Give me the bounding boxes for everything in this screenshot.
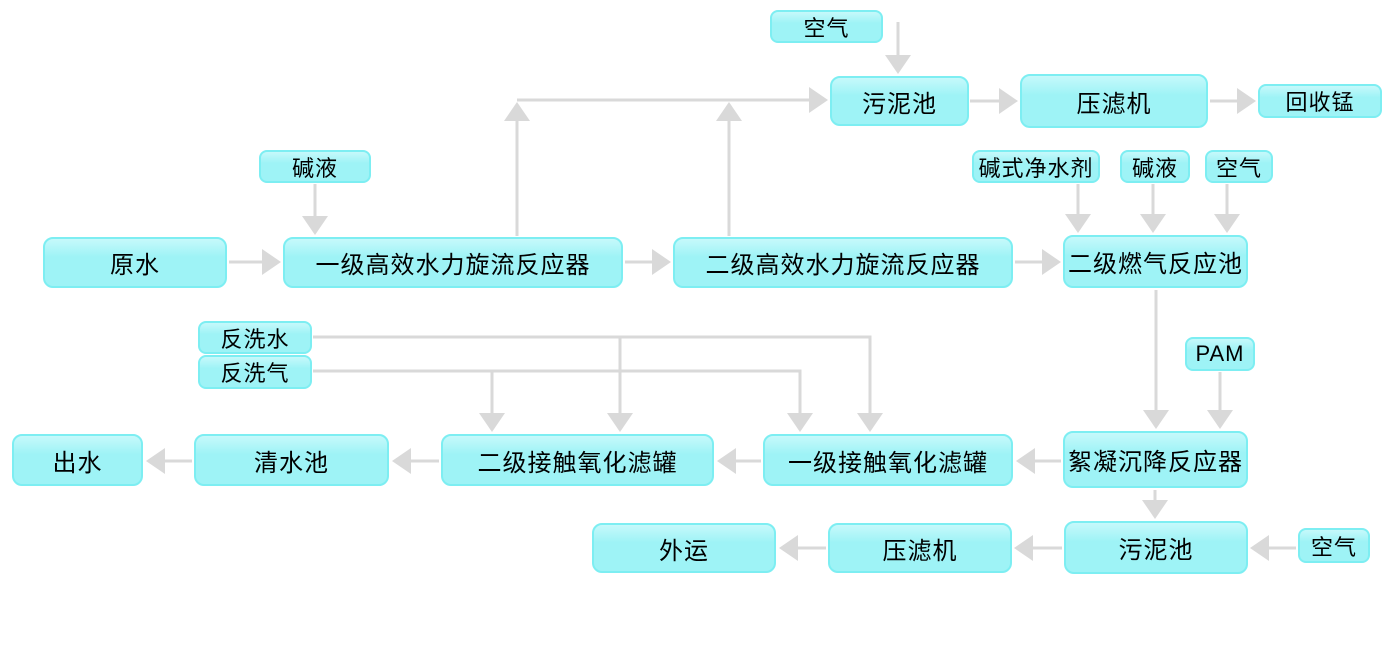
arrowhead-filter1-to-filter2-icon	[717, 448, 736, 474]
arrowhead-filter-press-bottom-to-transport-icon	[779, 535, 798, 561]
arrowhead-alkali-left-to-reactor1-icon	[302, 216, 328, 235]
arrowhead-purifier-to-gas-pool-icon	[1065, 214, 1091, 233]
node-contact-filter-1: 一级接触氧化滤罐	[763, 434, 1013, 486]
node-cyclone-reactor-1: 一级高效水力旋流反应器	[283, 237, 623, 288]
node-air-right: 空气	[1205, 150, 1273, 183]
node-flocculation-reactor: 絮凝沉降反应器	[1063, 431, 1248, 488]
arrowhead-sludge-pool-top-to-filter-press-top-icon	[999, 88, 1018, 114]
arrowhead-air-top-to-sludge-pool-top-icon	[885, 55, 911, 74]
arrowhead-backwash-air-to-filter2-icon	[479, 413, 505, 432]
arrowhead-air-bottom-to-sludge-pool-bottom-icon	[1250, 535, 1269, 561]
edge-backwash-air-to-filter1	[313, 369, 802, 413]
node-backwash-air: 反洗气	[198, 355, 312, 389]
node-raw-water: 原水	[43, 237, 227, 288]
arrowhead-reactor2-riser-to-collector-icon	[716, 102, 742, 121]
node-gas-reaction-pool: 二级燃气反应池	[1063, 235, 1248, 288]
arrowhead-collector-to-sludge-pool-top-icon	[809, 87, 828, 113]
node-cyclone-reactor-2: 二级高效水力旋流反应器	[673, 237, 1013, 288]
arrowhead-reactor1-to-reactor2-icon	[652, 249, 671, 275]
node-clean-water-pool: 清水池	[194, 434, 389, 486]
arrowhead-filter2-to-clean-pool-icon	[392, 448, 411, 474]
arrowhead-backwash-air-to-filter1-icon	[787, 413, 813, 432]
arrowhead-sludge-bottom-to-filter-press-icon	[1014, 535, 1033, 561]
node-effluent: 出水	[12, 434, 143, 486]
arrowhead-flocculation-to-sludge-pool-bottom-icon	[1142, 500, 1168, 519]
arrowhead-pam-to-flocculation-icon	[1207, 410, 1233, 429]
arrowhead-clean-pool-to-effluent-icon	[146, 448, 165, 474]
arrowhead-reactor2-to-gas-pool-icon	[1042, 249, 1061, 275]
arrowhead-reactor1-riser-to-collector-icon	[504, 102, 530, 121]
node-filter-press-top: 压滤机	[1020, 74, 1208, 128]
arrowhead-backwash-water-to-filter2-icon	[607, 413, 633, 432]
node-sludge-pool-bottom: 污泥池	[1064, 521, 1248, 574]
node-filter-press-bottom: 压滤机	[828, 523, 1012, 573]
node-air-bottom: 空气	[1298, 528, 1370, 563]
node-transport-out: 外运	[592, 523, 776, 573]
arrowhead-filter-press-top-to-manganese-icon	[1237, 88, 1256, 114]
node-recycled-manganese: 回收锰	[1258, 84, 1382, 118]
arrowhead-raw-water-to-reactor1-icon	[262, 249, 281, 275]
arrowhead-backwash-water-to-filter1-icon	[857, 413, 883, 432]
node-sludge-pool-top: 污泥池	[830, 76, 969, 126]
node-alkali-left: 碱液	[259, 150, 371, 183]
node-backwash-water: 反洗水	[198, 321, 312, 354]
node-basic-purifier: 碱式净水剂	[972, 150, 1100, 183]
node-air-top: 空气	[770, 10, 883, 43]
arrowhead-air-right-to-gas-pool-icon	[1214, 214, 1240, 233]
arrowhead-flocculation-to-filter1-icon	[1016, 448, 1035, 474]
arrowhead-alkali-right-to-gas-pool-icon	[1140, 214, 1166, 233]
edge-backwash-water-to-filter1	[313, 335, 872, 413]
node-alkali-right: 碱液	[1120, 150, 1190, 183]
node-contact-filter-2: 二级接触氧化滤罐	[441, 434, 714, 486]
arrowhead-gas-pool-to-flocculation-icon	[1143, 410, 1169, 429]
node-pam: PAM	[1185, 337, 1255, 371]
